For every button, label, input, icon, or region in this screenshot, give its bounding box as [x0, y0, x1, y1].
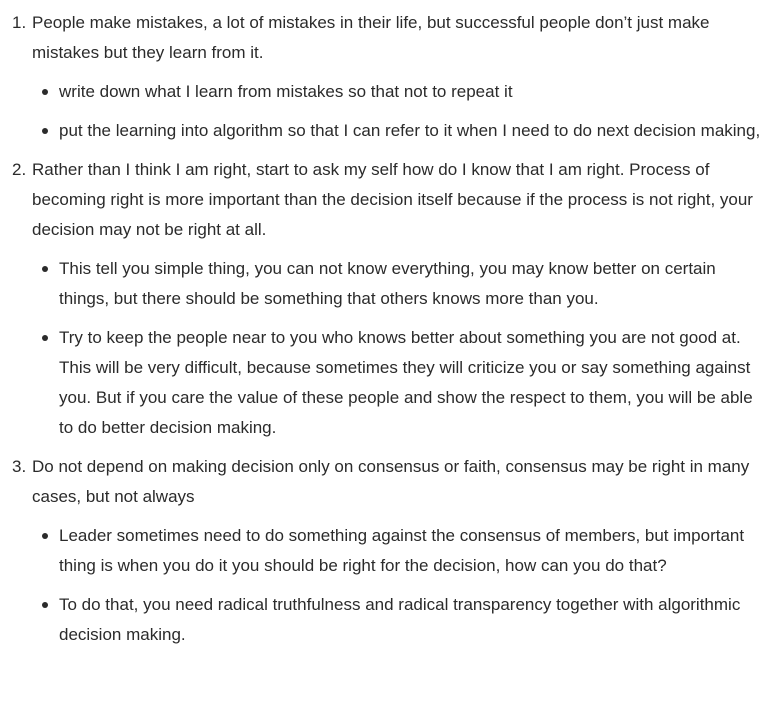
- document-body: 1. People make mistakes, a lot of mistak…: [0, 8, 776, 650]
- bullet-dot-icon: [42, 128, 48, 134]
- bullet-text: This tell you simple thing, you can not …: [59, 259, 716, 308]
- item-text: Rather than I think I am right, start to…: [32, 160, 753, 239]
- bullet-item: Leader sometimes need to do something ag…: [32, 521, 762, 581]
- bullet-item: To do that, you need radical truthfulnes…: [32, 590, 762, 650]
- bullet-text: write down what I learn from mistakes so…: [59, 82, 513, 101]
- item-number: 3.: [12, 457, 27, 476]
- bullet-item: Try to keep the people near to you who k…: [32, 323, 762, 443]
- list-item-1: 1. People make mistakes, a lot of mistak…: [0, 8, 776, 146]
- bullet-dot-icon: [42, 89, 48, 95]
- bullet-text: Try to keep the people near to you who k…: [59, 328, 753, 437]
- bullet-item: This tell you simple thing, you can not …: [32, 254, 762, 314]
- bullet-dot-icon: [42, 533, 48, 539]
- bullet-list: Leader sometimes need to do something ag…: [32, 521, 762, 650]
- item-number: 2.: [12, 160, 27, 179]
- list-item-2: 2. Rather than I think I am right, start…: [0, 155, 776, 443]
- list-item-3: 3. Do not depend on making decision only…: [0, 452, 776, 650]
- bullet-text: Leader sometimes need to do something ag…: [59, 526, 745, 575]
- bullet-list: write down what I learn from mistakes so…: [32, 77, 762, 146]
- bullet-text: To do that, you need radical truthfulnes…: [59, 595, 741, 644]
- item-number: 1.: [12, 13, 27, 32]
- bullet-text: put the learning into algorithm so that …: [59, 121, 761, 140]
- numbered-list: 1. People make mistakes, a lot of mistak…: [0, 8, 776, 650]
- bullet-dot-icon: [42, 335, 48, 341]
- bullet-item: write down what I learn from mistakes so…: [32, 77, 762, 107]
- bullet-dot-icon: [42, 602, 48, 608]
- item-text: Do not depend on making decision only on…: [32, 457, 750, 506]
- bullet-item: put the learning into algorithm so that …: [32, 116, 762, 146]
- bullet-dot-icon: [42, 266, 48, 272]
- bullet-list: This tell you simple thing, you can not …: [32, 254, 762, 443]
- item-text: People make mistakes, a lot of mistakes …: [32, 13, 710, 62]
